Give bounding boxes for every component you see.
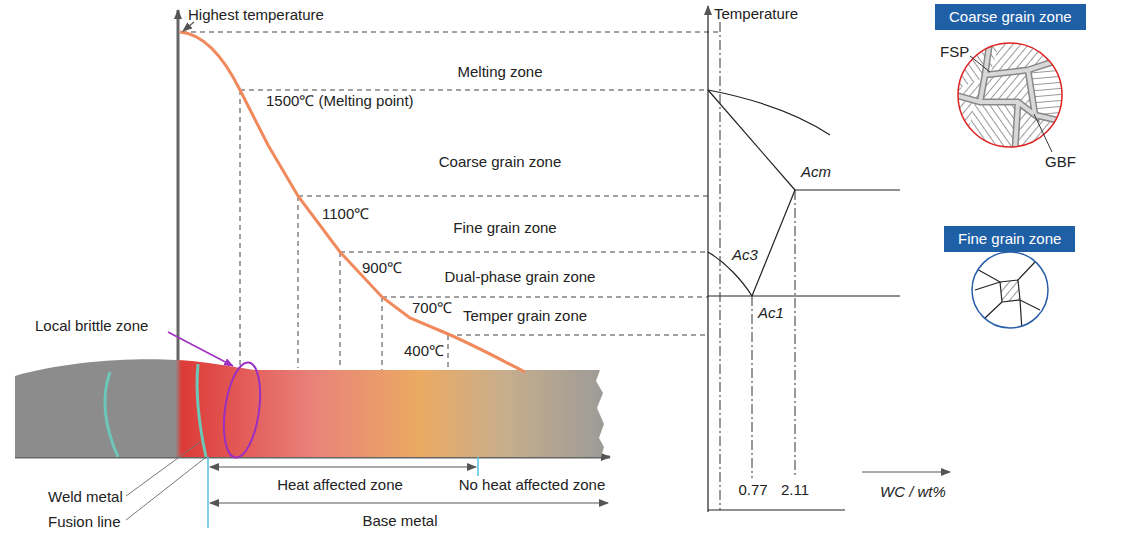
zone-header-box: Fine grain zone [944,226,1075,252]
callout-label: Local brittle zone [35,318,148,334]
zone-name: Dual-phase grain zone [445,269,596,285]
axis-tick: 2.11 [781,482,809,498]
temperature-value: 700℃ [412,300,452,316]
axis-title: Highest temperature [188,7,324,23]
temperature-value: 1500℃ (Melting point) [266,93,414,109]
phase-line-name: Acm [801,164,831,180]
zone-header-text: Fine grain zone [958,230,1061,247]
dimension-label: Base metal [362,513,437,529]
dimension-label: No heat affected zone [459,477,606,493]
zone-name: Temper grain zone [463,308,587,324]
zone-name: Melting zone [457,64,542,80]
temperature-value: 900℃ [362,260,402,276]
zone-header-text: Coarse grain zone [949,8,1072,25]
part-name: Weld metal [48,489,123,505]
zone-name: Coarse grain zone [439,154,562,170]
phase-label: FSP [940,44,969,60]
axis-title: Temperature [714,6,798,22]
phase-label: GBF [1045,154,1076,170]
temperature-value: 400℃ [404,343,444,359]
part-name: Fusion line [48,514,121,530]
zone-header-box: Coarse grain zone [935,4,1086,30]
dimension-label: Heat affected zone [277,477,403,493]
axis-tick: 0.77 [738,482,767,498]
phase-line-name: Ac1 [758,305,784,321]
temperature-value: 1100℃ [322,206,369,222]
phase-line-name: Ac3 [732,247,758,263]
axis-title: WC / wt% [880,484,946,500]
zone-name: Fine grain zone [453,220,556,236]
